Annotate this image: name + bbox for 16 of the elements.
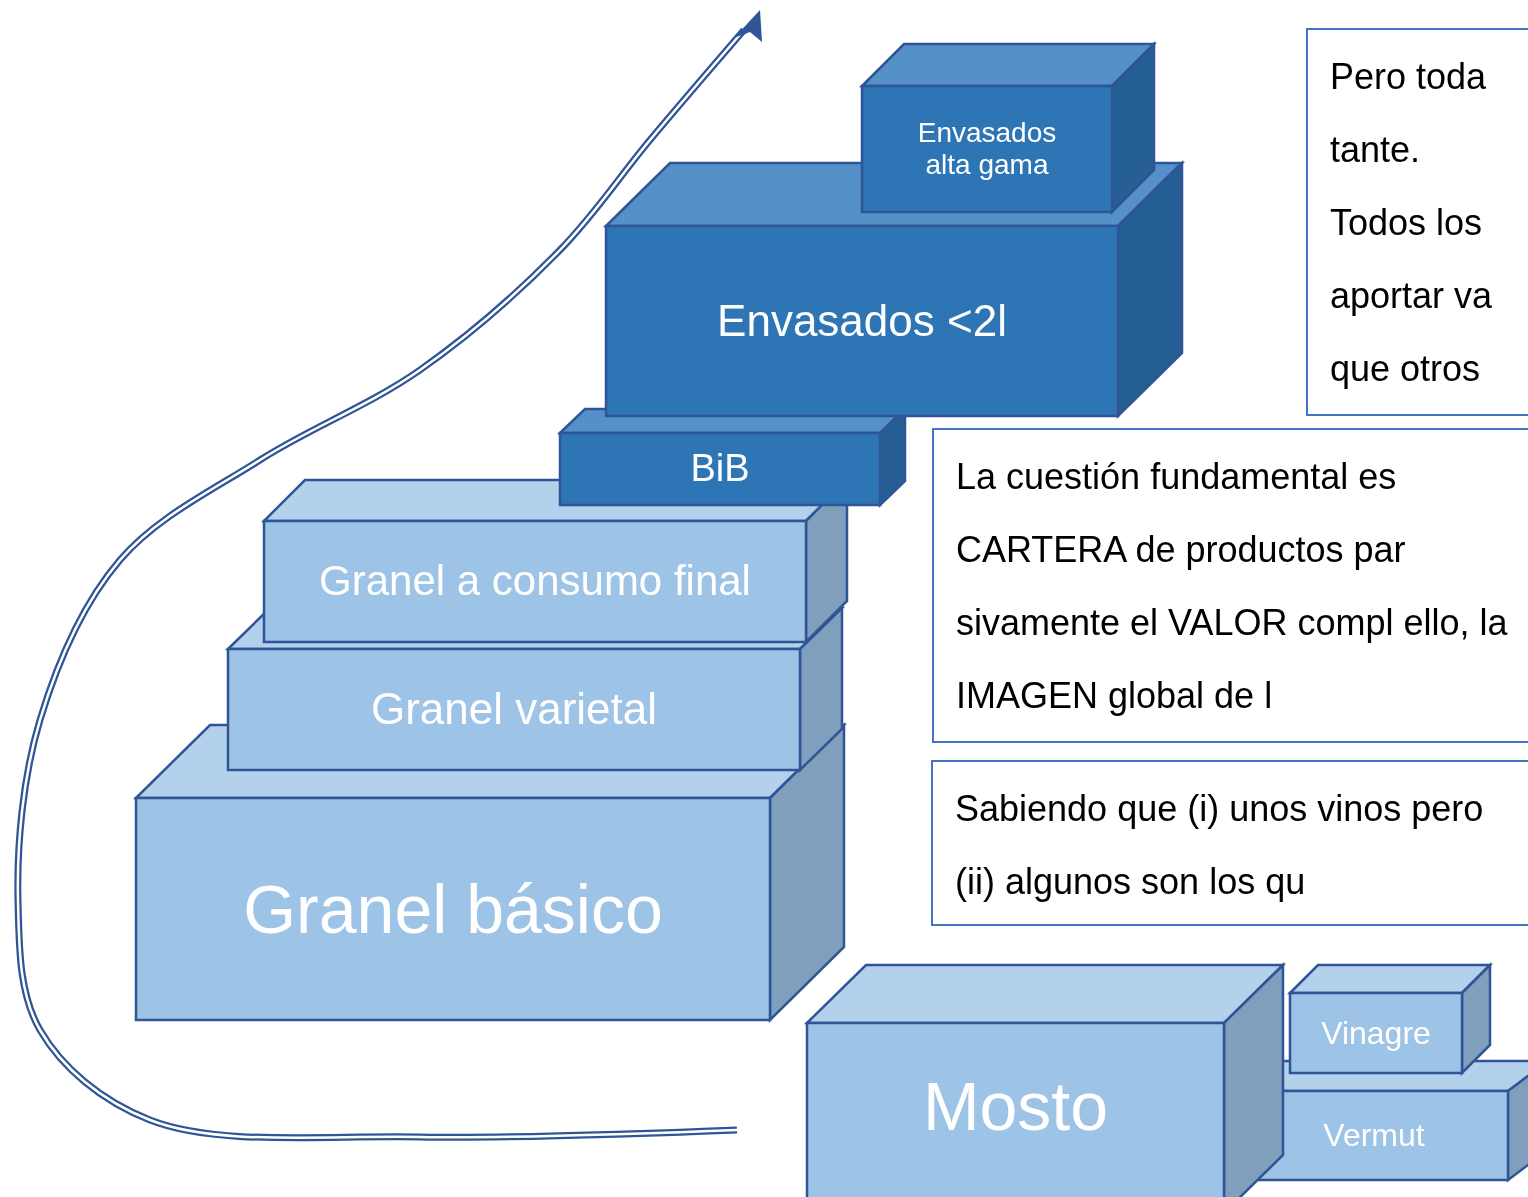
text-box <box>931 760 1528 926</box>
paragraph: La cuestión fundamental es CARTERA de productos par sivamente el VALOR compl ello, la IMAGEN global de l <box>956 455 1509 718</box>
block-label: BiB <box>690 447 750 491</box>
text-box <box>1306 28 1528 416</box>
paragraph: Pero toda tante. <box>1330 55 1488 172</box>
block-label: Granel a consumo final <box>319 557 751 606</box>
block-label: Granel varietal <box>370 684 658 735</box>
block-label: Mosto <box>922 1066 1109 1146</box>
block-label: Envasados <2l <box>717 295 1007 347</box>
text-box <box>932 428 1528 743</box>
block-label: Granel básico <box>243 869 663 949</box>
paragraph: Sabiendo que (i) unos vinos pero (ii) algunos son los qu <box>955 787 1485 904</box>
paragraph: Todos los aportar va que otros <box>1330 201 1494 391</box>
block-label: Vermut <box>1323 1117 1425 1154</box>
block-label: Envasados alta gama <box>916 116 1058 182</box>
block-label: Vinagre <box>1321 1014 1431 1052</box>
